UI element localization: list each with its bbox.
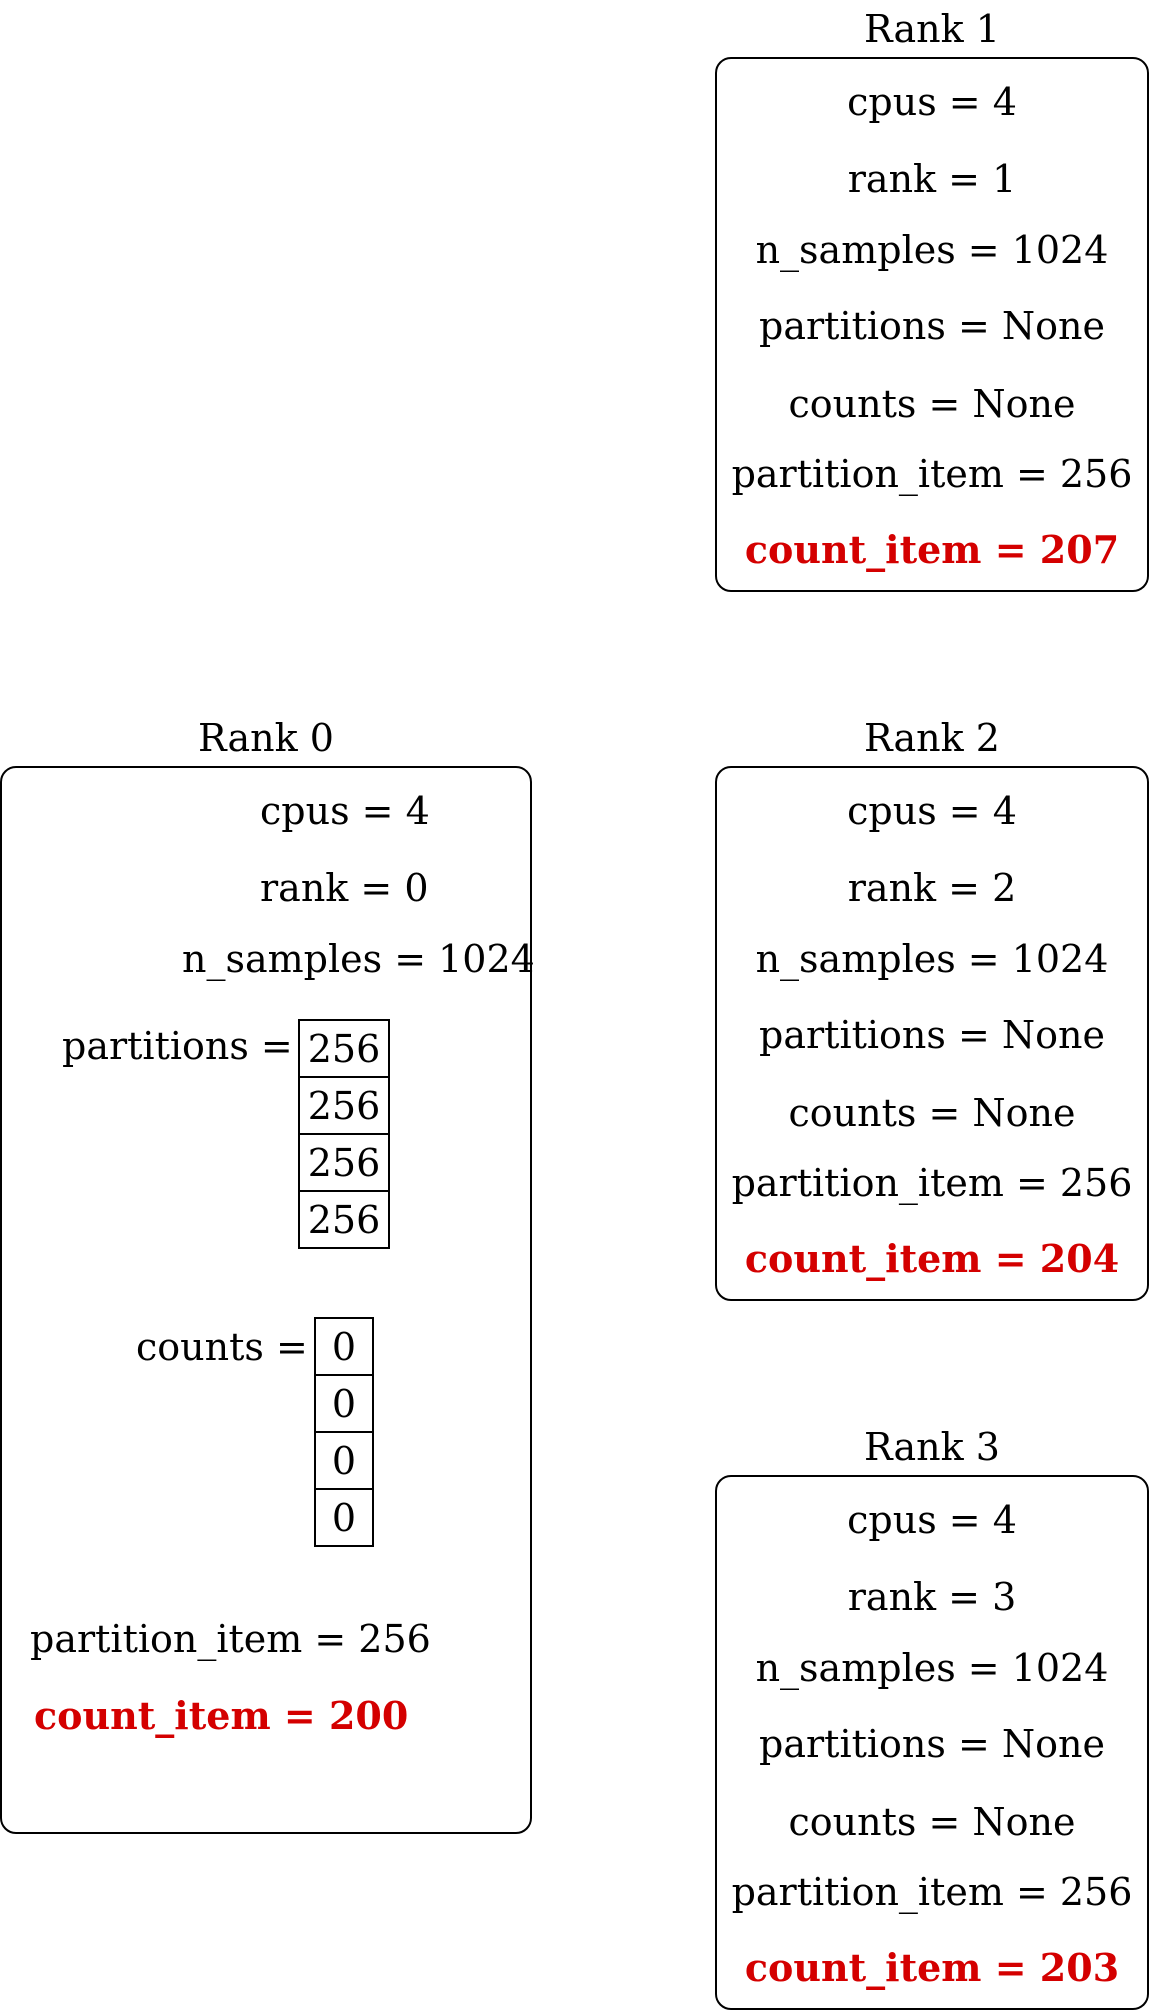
rank-0-cpus: cpus = 4: [260, 789, 430, 833]
rank-2-partitions: partitions = None: [759, 1013, 1105, 1057]
rank-1-panel: cpus = 4 rank = 1 n_samples = 1024 parti…: [715, 57, 1149, 592]
rank-2-rank: rank = 2: [847, 866, 1017, 910]
rank-0-title: Rank 0: [198, 716, 334, 760]
rank-1-partition-item: partition_item = 256: [731, 452, 1133, 496]
rank-1-count-item: count_item = 207: [744, 527, 1120, 572]
counts-cell: 0: [314, 1317, 374, 1376]
rank-3-partition-item: partition_item = 256: [731, 1870, 1133, 1914]
rank-2-partition-item: partition_item = 256: [731, 1161, 1133, 1205]
counts-cell: 0: [314, 1488, 374, 1547]
rank-3-title: Rank 3: [864, 1425, 1000, 1469]
rank-1-counts: counts = None: [788, 382, 1076, 426]
rank-0-partitions-label: partitions =: [62, 1024, 293, 1068]
partitions-cell: 256: [298, 1133, 390, 1192]
counts-cell: 0: [314, 1431, 374, 1490]
rank-3-rank: rank = 3: [847, 1575, 1017, 1619]
rank-2-panel: cpus = 4 rank = 2 n_samples = 1024 parti…: [715, 766, 1149, 1301]
rank-2-title: Rank 2: [864, 716, 1000, 760]
rank-3-n-samples: n_samples = 1024: [755, 1646, 1109, 1690]
rank-3-counts: counts = None: [788, 1800, 1076, 1844]
partitions-cell: 256: [298, 1076, 390, 1135]
rank-0-rank: rank = 0: [260, 866, 429, 910]
rank-3-partitions: partitions = None: [759, 1722, 1105, 1766]
rank-1-cpus: cpus = 4: [847, 80, 1017, 124]
rank-0-counts-label: counts =: [136, 1325, 308, 1369]
counts-cell: 0: [314, 1374, 374, 1433]
rank-0-panel: cpus = 4 rank = 0 n_samples = 1024 parti…: [0, 766, 535, 1834]
rank-3-count-item: count_item = 203: [744, 1945, 1120, 1990]
rank-2-count-item: count_item = 204: [744, 1236, 1120, 1281]
rank-1-rank: rank = 1: [847, 157, 1017, 201]
rank-0-partitions-array: 256 256 256 256: [298, 1019, 390, 1249]
rank-1-partitions: partitions = None: [759, 304, 1105, 348]
rank-1-n-samples: n_samples = 1024: [755, 228, 1109, 272]
rank-1-title: Rank 1: [864, 7, 1000, 51]
rank-0-partition-item: partition_item = 256: [30, 1617, 431, 1661]
rank-0-n-samples: n_samples = 1024: [182, 937, 535, 981]
rank-2-n-samples: n_samples = 1024: [755, 937, 1109, 981]
rank-3-cpus: cpus = 4: [847, 1498, 1017, 1542]
partitions-cell: 256: [298, 1190, 390, 1249]
rank-2-cpus: cpus = 4: [847, 789, 1017, 833]
rank-3-panel: cpus = 4 rank = 3 n_samples = 1024 parti…: [715, 1475, 1149, 2010]
rank-0-count-item: count_item = 200: [34, 1693, 409, 1738]
rank-2-counts: counts = None: [788, 1091, 1076, 1135]
partitions-cell: 256: [298, 1019, 390, 1078]
rank-0-counts-array: 0 0 0 0: [314, 1317, 374, 1547]
